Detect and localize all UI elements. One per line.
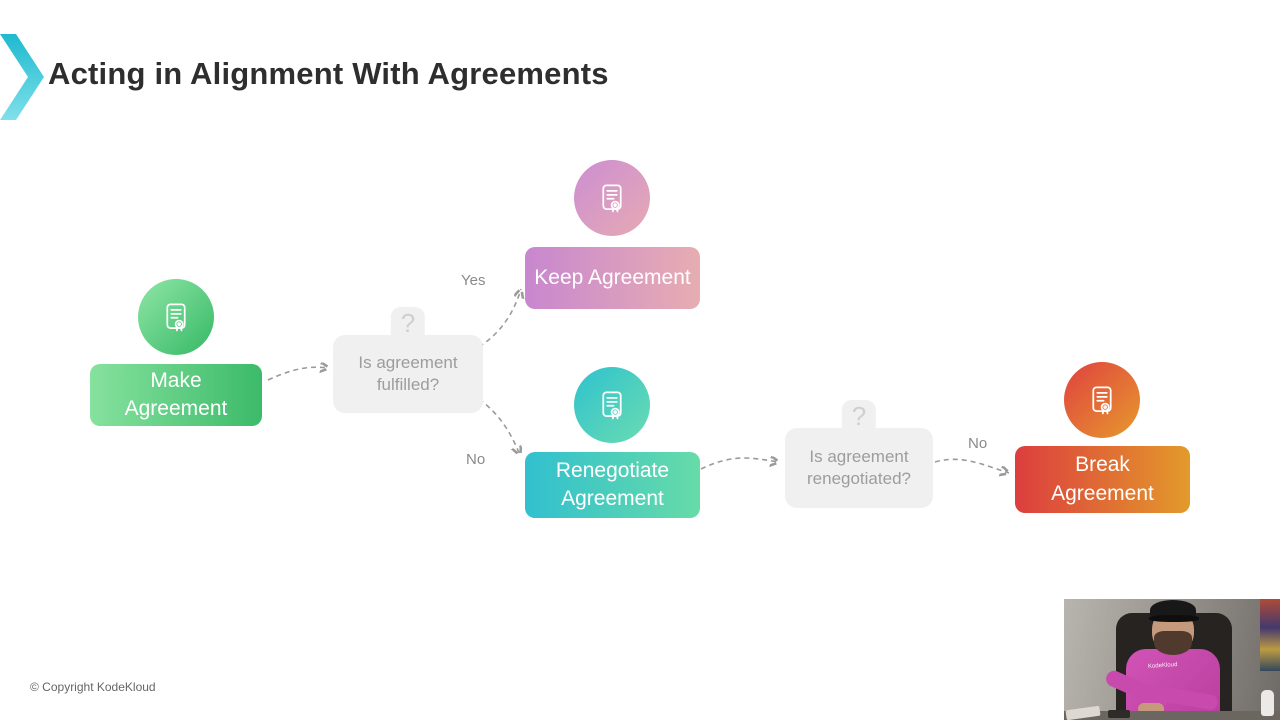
decision-is-agreement-renegotiated: ? Is agreement renegotiated? bbox=[785, 400, 933, 508]
decision-is-agreement-fulfilled: ? Is agreement fulfilled? bbox=[333, 307, 483, 413]
question-mark: ? bbox=[390, 307, 426, 341]
kodekloud-chevron-logo-icon bbox=[0, 34, 44, 120]
webcam-desk bbox=[1064, 711, 1280, 720]
connector-renegotiate-to-renegotiated bbox=[700, 458, 779, 469]
renegotiate-agreement-doc-icon bbox=[574, 367, 650, 443]
webcam-desk-item bbox=[1108, 710, 1130, 718]
node-make-agreement: Make Agreement bbox=[90, 364, 262, 426]
webcam-bottle bbox=[1261, 690, 1274, 716]
connector-renegotiated-to-break bbox=[934, 458, 1009, 473]
edge-label-yes: Yes bbox=[461, 272, 486, 289]
decision-label: Is agreement renegotiated? bbox=[807, 446, 911, 488]
node-keep-agreement: Keep Agreement bbox=[525, 247, 700, 309]
edge-label-no-fulfilled: No bbox=[466, 451, 486, 468]
slide-title: Acting in Alignment With Agreements bbox=[48, 56, 609, 91]
webcam-person-beard bbox=[1154, 631, 1192, 655]
webcam-background-poster bbox=[1260, 599, 1280, 671]
connector-make-to-fulfilled bbox=[267, 367, 329, 381]
webcam-overlay: KodeKloud bbox=[1064, 599, 1280, 720]
make-agreement-doc-icon bbox=[138, 279, 214, 355]
node-break-agreement: Break Agreement bbox=[1015, 446, 1190, 513]
copyright-text: © Copyright KodeKloud bbox=[30, 680, 156, 694]
question-mark: ? bbox=[841, 400, 877, 434]
connector-fulfilled-to-keep bbox=[478, 289, 521, 348]
decision-label: Is agreement fulfilled? bbox=[358, 352, 458, 394]
node-renegotiate-agreement: Renegotiate Agreement bbox=[525, 452, 700, 518]
connector-fulfilled-to-renegotiate bbox=[478, 398, 520, 455]
edge-label-no-renegotiated: No bbox=[968, 435, 988, 452]
webcam-person-cap-brim bbox=[1149, 615, 1199, 622]
break-agreement-doc-icon bbox=[1064, 362, 1140, 438]
keep-agreement-doc-icon bbox=[574, 160, 650, 236]
